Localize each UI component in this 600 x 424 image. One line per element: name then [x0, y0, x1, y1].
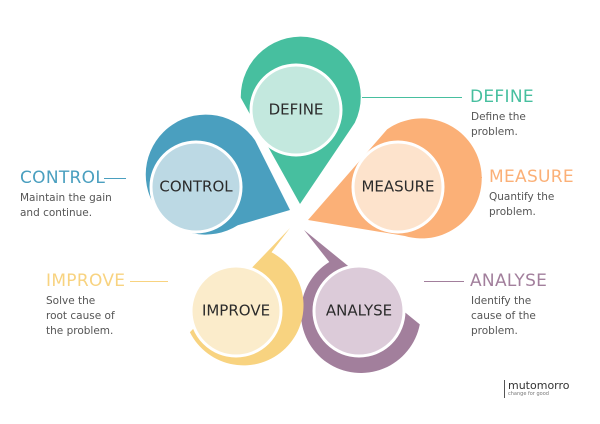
analyse-petal-inner-circle	[312, 264, 406, 358]
improve-callout-description: Solve the root cause of the problem.	[46, 295, 115, 337]
control-petal-inner-circle	[149, 140, 243, 234]
measure-petal-label: MEASURE	[361, 178, 434, 196]
define-leader-line	[362, 97, 462, 98]
define-petal-label: DEFINE	[269, 101, 324, 119]
improve-petal: IMPROVE	[189, 228, 304, 366]
define-callout-description: Define the problem.	[471, 111, 526, 138]
analyse-callout-description: Identify the cause of the problem.	[471, 295, 536, 337]
measure-petal: MEASURE	[308, 118, 482, 239]
measure-callout-description: Quantify the problem.	[489, 191, 555, 218]
define-callout-title: DEFINE	[470, 87, 534, 107]
improve-petal-inner-circle	[189, 264, 283, 358]
control-petal-label: CONTROL	[159, 178, 233, 196]
analyse-leader-line	[424, 281, 464, 282]
control-leader-line	[104, 178, 126, 179]
logo-divider	[504, 380, 505, 398]
measure-callout-title: MEASURE	[489, 167, 574, 187]
improve-leader-line	[130, 281, 168, 282]
logo-wordmark: mutomorro	[508, 379, 570, 392]
logo-tagline: change for good	[508, 391, 549, 397]
define-petal: DEFINE	[240, 36, 361, 204]
control-callout-description: Maintain the gain and continue.	[20, 192, 112, 219]
analyse-callout-title: ANALYSE	[470, 271, 548, 291]
improve-callout-title: IMPROVE	[46, 271, 126, 291]
measure-leader-line	[462, 177, 482, 178]
measure-petal-inner-circle	[351, 140, 445, 234]
control-petal: CONTROL	[145, 114, 290, 235]
improve-petal-label: IMPROVE	[202, 302, 270, 320]
analyse-petal-label: ANALYSE	[326, 302, 392, 320]
analyse-petal: ANALYSE	[300, 230, 420, 374]
control-callout-title: CONTROL	[20, 168, 106, 188]
define-petal-inner-circle	[249, 63, 343, 157]
